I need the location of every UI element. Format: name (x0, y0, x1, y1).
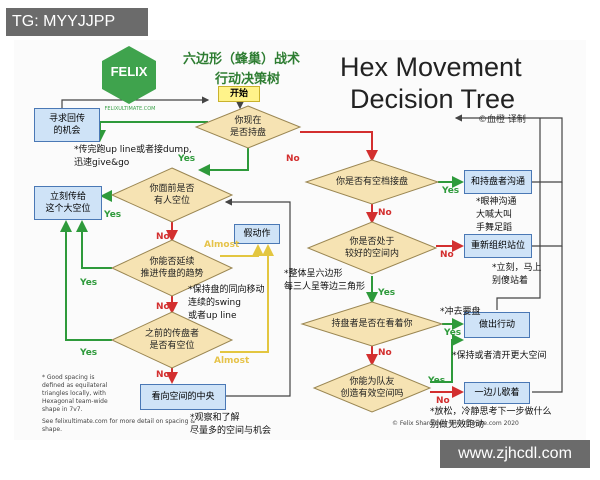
logo-caption: FELIXULTIMATE.COM (104, 106, 156, 112)
line-d1-no (300, 131, 378, 162)
label-yes-d4: Yes (80, 348, 98, 358)
diamond-d6 (306, 221, 438, 275)
diamond-d3 (110, 239, 234, 297)
title-en-line1: Hex Movement (340, 52, 522, 82)
footnote-copyright: © Felix Shardlow - felixultimate.com 202… (392, 420, 519, 427)
title-cn-line1: 六边形（蜂巢）战术 (183, 52, 301, 67)
note-eye-contact: *眼神沟通 大喊大叫 手舞足蹈 (476, 197, 517, 233)
label-d8: 你能为队友 创造有效空间吗 (340, 377, 404, 399)
label-yes-d3: Yes (80, 278, 98, 288)
line-d1-d2 (198, 146, 249, 176)
note-swing: *保持盘的同向移动 连续的swing 或者up line (188, 285, 265, 321)
label-no-d1: No (286, 154, 300, 164)
watermark-top: TG: MYYJJPP (6, 8, 148, 36)
label-no-d2: No (156, 232, 170, 242)
label-d5: 你是否有空档接盘 (335, 177, 408, 187)
note-clear-space: *保持或者清开更大空间 (452, 351, 547, 361)
note-go-get: *冲去要盘 (440, 307, 481, 317)
label-no-d4: No (156, 370, 170, 380)
note-relax: *放松，冷静思考下一步做什么 别做无效跑动 (430, 407, 552, 430)
box-look-center: 看向空间的中央 (140, 384, 226, 410)
start-box: 开始 (218, 86, 260, 102)
label-yes-d1: Yes (178, 154, 196, 164)
label-yes-d6: Yes (378, 288, 396, 298)
hexagon-logo-icon (102, 46, 156, 104)
line-center-up (224, 198, 291, 397)
diamond-d2 (110, 167, 234, 223)
box-reorganize: 重新组织站位 (464, 234, 532, 258)
box-communicate: 和持盘者沟通 (464, 170, 532, 194)
label-no-d3: No (156, 302, 170, 312)
line-cut-d1 (496, 118, 541, 310)
footnote-link: See felixultimate.com for more detail on… (42, 418, 196, 433)
label-no-d5: No (378, 208, 392, 218)
logo-text: FELIX (110, 64, 148, 79)
line-d4-yes (60, 220, 112, 341)
label-no-d8: No (436, 396, 450, 406)
box-stand-aside: 一边儿歇着 (464, 382, 530, 404)
label-yes-d8: Yes (428, 376, 446, 386)
diamond-d5 (304, 159, 440, 205)
diamond-d1 (194, 105, 302, 149)
translator-credit: ©血橙 译制 (478, 115, 526, 125)
title-cn-line2: 行动决策树 (215, 72, 281, 87)
diamond-d8 (312, 363, 432, 413)
label-almost-2: Almost (214, 356, 250, 366)
label-d7: 持盘者是否在看着你 (331, 319, 413, 329)
box-fake: 假动作 (234, 224, 280, 244)
label-d1: 你现在 是否持盘 (229, 116, 266, 138)
label-almost-1: Almost (204, 240, 240, 250)
line-seek-top (61, 96, 210, 108)
line-right-rail (454, 114, 563, 183)
label-d2: 你面前是否 有人空位 (149, 184, 195, 206)
line-d3-yes (76, 220, 112, 269)
label-no-d6: No (440, 250, 454, 260)
box-seek-return: 寻求回传 的机会 (34, 108, 100, 142)
label-d3: 你能否延续 推进传盘的趋势 (140, 257, 204, 279)
label-no-d7: No (378, 348, 392, 358)
line-right-rail-3 (532, 246, 563, 393)
line-d1-yes (94, 121, 208, 142)
diamond-d7 (300, 301, 444, 347)
box-make-cut: 做出行动 (464, 312, 530, 338)
title-en-line2: Decision Tree (350, 84, 516, 114)
note-give-go: *传完跑up line或者接dump, 迅速give&go (74, 145, 192, 168)
label-yes-d5: Yes (442, 186, 460, 196)
note-move-now: *立刻，马上 别傻站着 (492, 263, 542, 286)
label-yes-d7: Yes (444, 328, 462, 338)
line-almost-1 (220, 244, 264, 257)
label-yes-d2: Yes (104, 210, 122, 220)
diamond-d4 (110, 311, 234, 369)
line-almost-2 (220, 244, 274, 353)
label-d4: 之前的传盘者 是否有空位 (144, 329, 199, 351)
note-hexagon: *整体呈六边形 每三人呈等边三角形 (284, 269, 366, 292)
logo: FELIX (98, 44, 160, 106)
line-d8-yes (430, 334, 464, 383)
note-observe: *观察和了解 尽量多的空间与机会 (190, 413, 272, 436)
label-d6: 你是否处于 较好的空间内 (344, 237, 399, 259)
footnote-spacing: * Good spacing is defined as equilateral… (42, 374, 108, 413)
box-pass-now: 立刻传给 这个大空位 (34, 186, 102, 220)
watermark-bottom: www.zjhcdl.com (440, 440, 590, 468)
